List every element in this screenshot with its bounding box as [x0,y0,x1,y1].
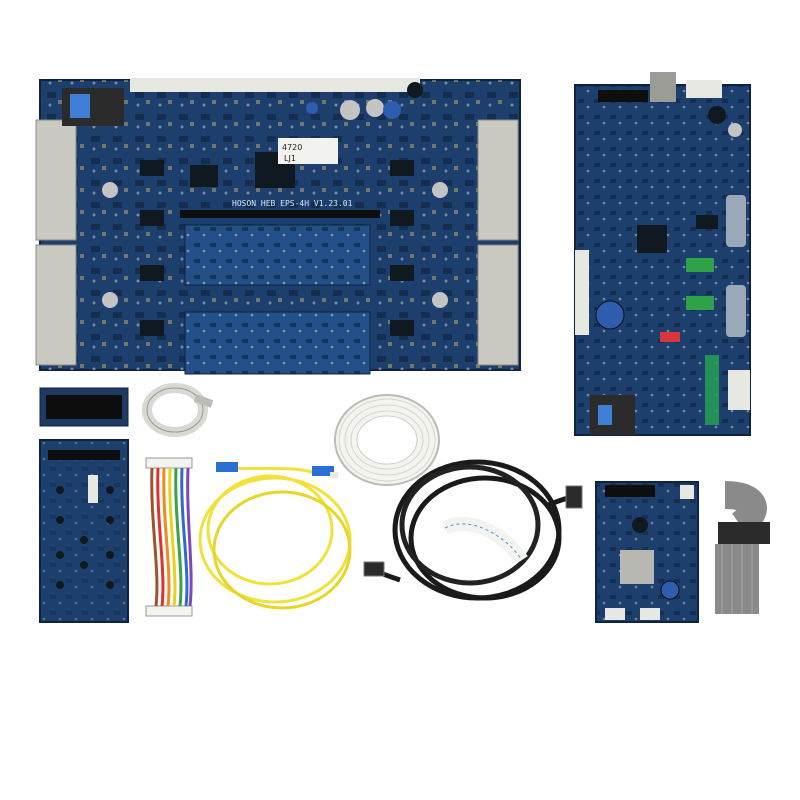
lcd-display-module [39,387,129,427]
flat-ribbon-coil [142,383,214,437]
gray-ribbon-cable [715,481,770,614]
board-sticker-code: 4720 [282,143,302,152]
rainbow-wire-harness [145,457,193,617]
white-ffc-roll [334,394,440,486]
board-sticker-label: LJ1 [284,154,296,163]
printhead-board [574,72,751,436]
small-control-board [595,481,699,623]
keypad-board [39,439,129,623]
black-network-cable [363,459,583,601]
yellow-fiber-optic-cable [198,462,352,610]
board-silkscreen-label: HOSON HEB EPS-4H V1.23.01 [232,199,353,208]
main-carriage-board: 4720 LJ1 HOSON HEB EPS-4H V1.23.01 [35,78,521,375]
